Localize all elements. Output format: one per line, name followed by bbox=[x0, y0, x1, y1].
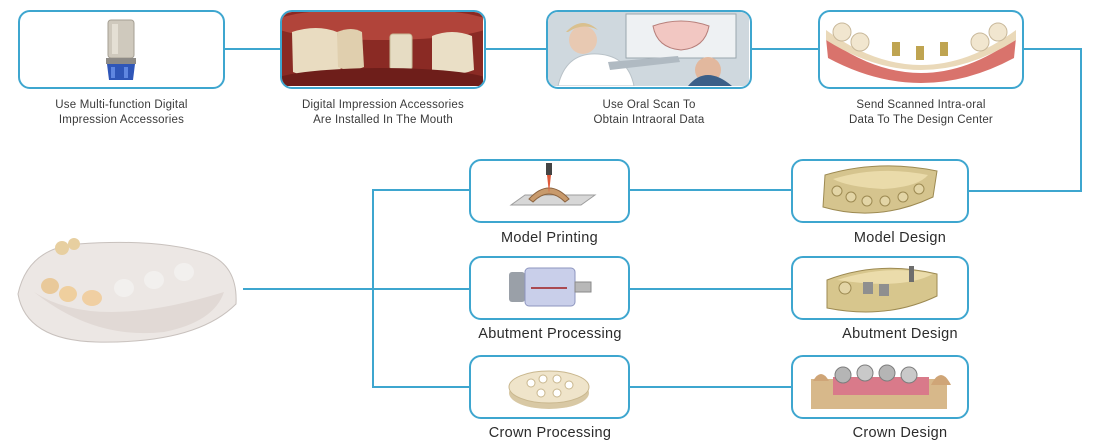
final-model-image bbox=[14, 232, 244, 344]
connector-top-4-out bbox=[1024, 48, 1082, 50]
abutment-milling-icon bbox=[509, 267, 592, 307]
scan-body-accessory-icon bbox=[106, 19, 136, 80]
label-model-design: Model Design bbox=[853, 230, 947, 246]
abutment-design-3d-icon bbox=[826, 266, 938, 313]
step-caption-line1: Send Scanned Intra-oral bbox=[856, 99, 986, 111]
label-model-printing: Model Printing bbox=[501, 230, 598, 246]
connector-row3 bbox=[629, 386, 792, 388]
step-caption-line1: Use Multi-function Digital bbox=[55, 99, 188, 111]
label-abutment-processing: Abutment Processing bbox=[478, 326, 622, 342]
step-box-accessory bbox=[18, 10, 225, 89]
connector-to-model-design bbox=[969, 190, 1082, 192]
step-box-installed bbox=[280, 10, 486, 89]
step-caption-line1: Use Oral Scan To bbox=[602, 99, 696, 111]
connector-top-1-2 bbox=[225, 48, 280, 50]
scanned-arch-icon bbox=[826, 22, 1016, 83]
box-abutment-processing bbox=[469, 256, 630, 320]
step-box-oral-scan bbox=[546, 10, 752, 89]
step-caption-line2: Obtain Intraoral Data bbox=[593, 114, 705, 126]
step-caption-line2: Data To The Design Center bbox=[849, 114, 993, 126]
connector-to-final-model bbox=[243, 288, 470, 290]
label-crown-design: Crown Design bbox=[852, 425, 948, 441]
connector-left-row3 bbox=[372, 386, 470, 388]
printed-dental-model-icon bbox=[17, 238, 237, 343]
step-caption-line2: Impression Accessories bbox=[58, 114, 185, 126]
box-model-design bbox=[791, 159, 969, 223]
oral-scan-photo-icon bbox=[548, 12, 749, 86]
crown-disc-icon bbox=[508, 370, 590, 409]
connector-left-row1 bbox=[372, 189, 470, 191]
step-caption-line1: Digital Impression Accessories bbox=[302, 99, 464, 111]
connector-top-2-3 bbox=[486, 48, 546, 50]
connector-row2 bbox=[629, 288, 792, 290]
step-box-send-data bbox=[818, 10, 1024, 89]
model-design-3d-icon bbox=[822, 165, 938, 214]
box-model-printing bbox=[469, 159, 630, 223]
connector-top-3-4 bbox=[752, 48, 818, 50]
step-caption-send-data: Send Scanned Intra-oral Data To The Desi… bbox=[808, 98, 1034, 128]
installed-accessory-photo-icon bbox=[282, 12, 483, 86]
label-abutment-design: Abutment Design bbox=[842, 326, 958, 342]
step-caption-oral-scan: Use Oral Scan To Obtain Intraoral Data bbox=[540, 98, 758, 128]
connector-row1 bbox=[629, 189, 792, 191]
connector-right-vertical bbox=[1080, 48, 1082, 192]
box-abutment-design bbox=[791, 256, 969, 320]
box-crown-design bbox=[791, 355, 969, 419]
step-caption-installed: Digital Impression Accessories Are Insta… bbox=[268, 98, 498, 128]
crown-design-3d-icon bbox=[811, 364, 951, 409]
model-printer-icon bbox=[509, 163, 597, 206]
label-crown-processing: Crown Processing bbox=[488, 425, 612, 441]
step-caption-line2: Are Installed In The Mouth bbox=[313, 114, 453, 126]
box-crown-processing bbox=[469, 355, 630, 419]
step-caption-accessory: Use Multi-function Digital Impression Ac… bbox=[14, 98, 229, 128]
